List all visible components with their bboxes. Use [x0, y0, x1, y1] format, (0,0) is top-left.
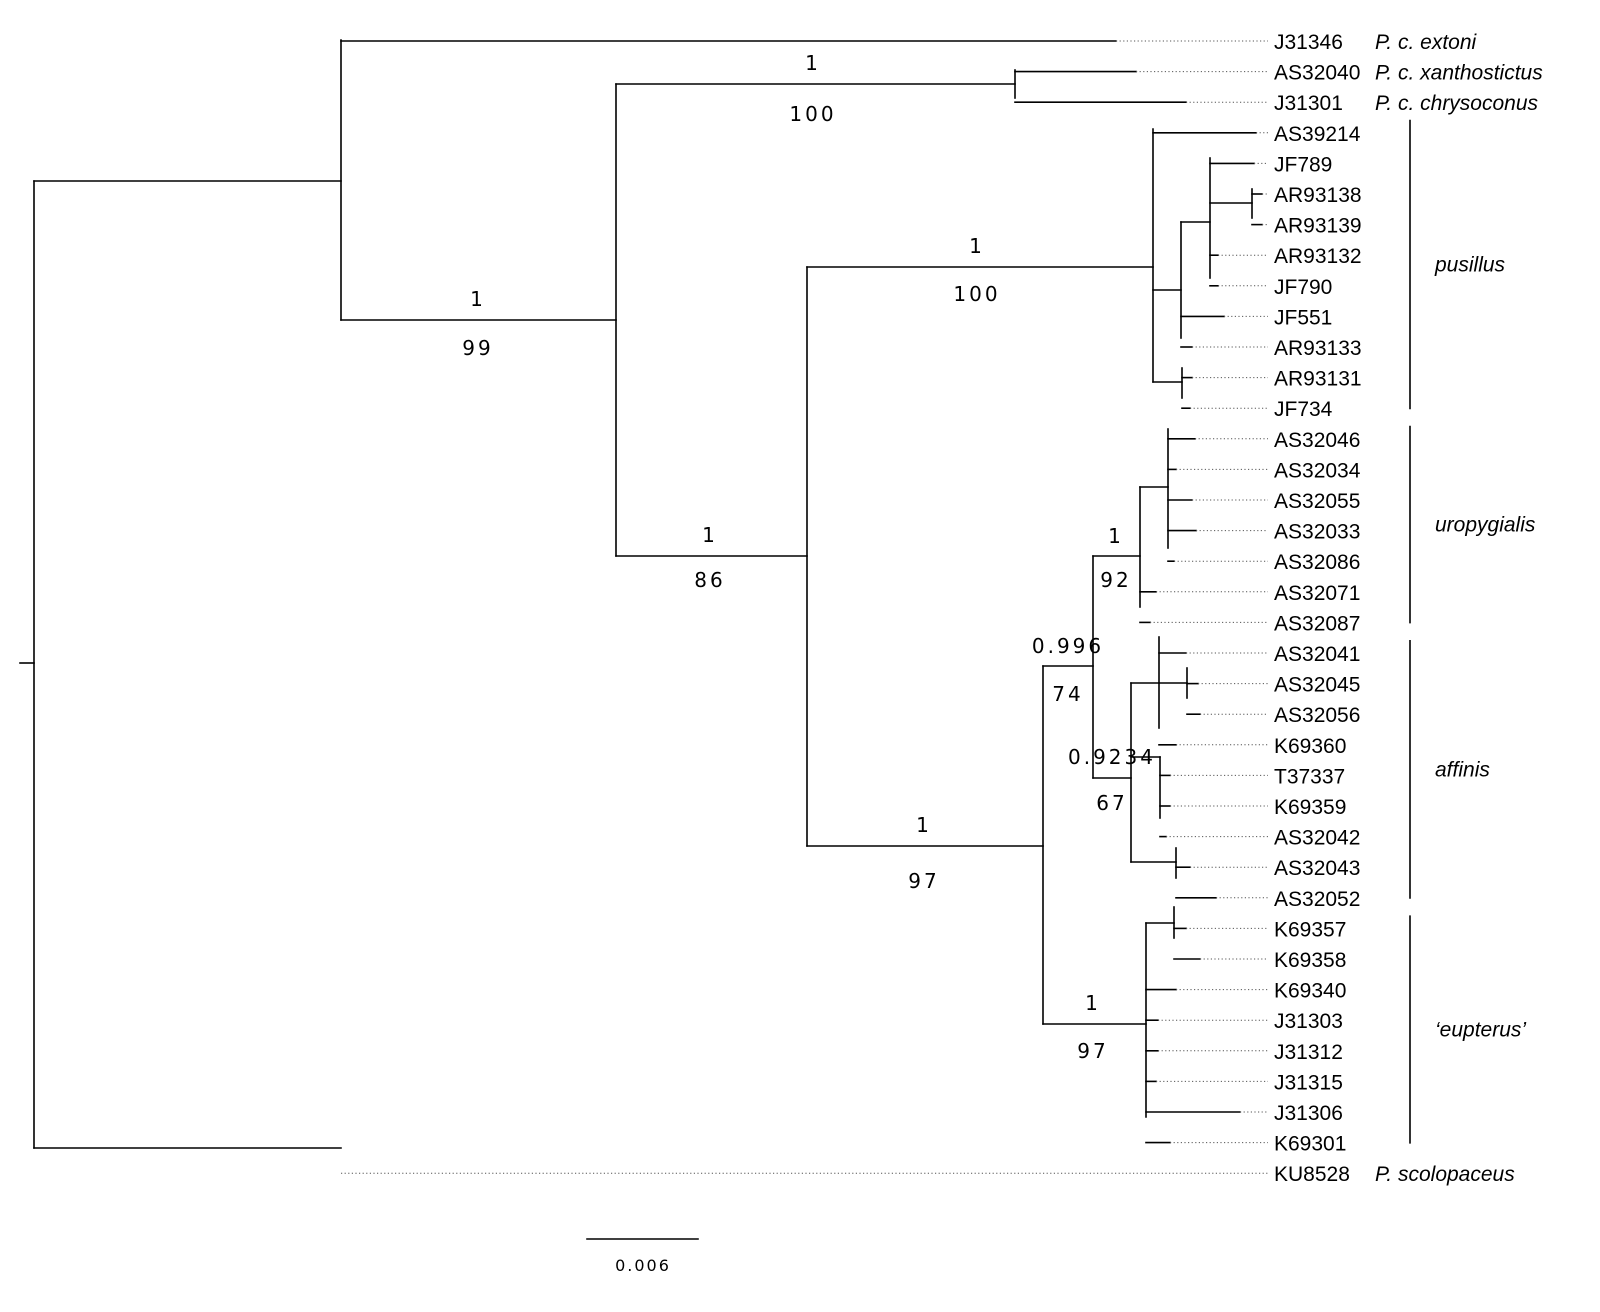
tip-label: JF551	[1274, 306, 1332, 329]
species-label: P. scolopaceus	[1375, 1163, 1515, 1186]
clade-brackets: pusillus uropygialis affinis ‘eupterus’	[1409, 119, 1536, 1144]
tip-label: AR93139	[1274, 215, 1362, 238]
tip-label: J31312	[1274, 1041, 1343, 1064]
clade-label: uropygialis	[1435, 514, 1536, 537]
posterior-probability: 1	[470, 287, 486, 311]
tip-label: K69360	[1274, 735, 1346, 758]
tip-leaders	[341, 40, 1268, 1174]
tip-label: AR93138	[1274, 184, 1362, 207]
tip-label: JF789	[1274, 153, 1332, 176]
tip-label: AS32045	[1274, 674, 1360, 697]
tip-label: AS32071	[1274, 582, 1360, 605]
bootstrap-value: 97	[1077, 1039, 1108, 1063]
posterior-probability: 1	[805, 51, 821, 75]
tip-label: K69357	[1274, 918, 1346, 941]
scale-bar-label: 0.006	[615, 1256, 671, 1275]
scale-bar: 0.006	[586, 1238, 699, 1275]
species-label: P. c. chrysoconus	[1375, 92, 1539, 115]
posterior-probability: 1	[1108, 524, 1124, 548]
species-label: P. c. extoni	[1375, 31, 1478, 54]
tip-label: T37337	[1274, 765, 1345, 788]
clade-label: pusillus	[1434, 254, 1506, 277]
tip-label: J31306	[1274, 1102, 1343, 1125]
tip-label: AS39214	[1274, 123, 1361, 146]
tree-branches	[19, 39, 1263, 1149]
clade-label: ‘eupterus’	[1435, 1019, 1526, 1042]
tip-label: AS32055	[1274, 490, 1360, 513]
tip-label: J31315	[1274, 1071, 1343, 1094]
tip-label: K69340	[1274, 980, 1346, 1003]
bootstrap-value: 86	[694, 568, 725, 592]
tip-label: AS32052	[1274, 888, 1360, 911]
tip-label: AR93132	[1274, 245, 1362, 268]
tip-label: J31301	[1274, 92, 1343, 115]
tip-label: KU8528	[1274, 1163, 1350, 1186]
bootstrap-value: 92	[1100, 568, 1131, 592]
tip-label: JF790	[1274, 276, 1332, 299]
bootstrap-value: 100	[789, 102, 836, 126]
bootstrap-value: 97	[908, 869, 939, 893]
tip-label: K69301	[1274, 1133, 1346, 1156]
tip-label: AS32034	[1274, 459, 1361, 482]
bootstrap-value: 67	[1096, 791, 1127, 815]
clade-label: affinis	[1435, 758, 1490, 781]
tip-label: AS32041	[1274, 643, 1360, 666]
posterior-probability: 0.996	[1032, 634, 1104, 658]
tip-label: AS32046	[1274, 429, 1360, 452]
tip-label: AR93133	[1274, 337, 1362, 360]
tip-label: AS32056	[1274, 704, 1360, 727]
tip-label: AS32086	[1274, 551, 1360, 574]
tip-label: J31303	[1274, 1010, 1343, 1033]
tip-label: AS32033	[1274, 521, 1360, 544]
posterior-probability: 1	[916, 813, 932, 837]
tip-label: K69358	[1274, 949, 1346, 972]
tip-label: AS32040	[1274, 62, 1360, 85]
tip-label: J31346	[1274, 31, 1343, 54]
posterior-probability: 0.9234	[1068, 745, 1156, 769]
tip-label: AS32043	[1274, 857, 1360, 880]
bootstrap-value: 74	[1052, 682, 1083, 706]
bootstrap-value: 100	[953, 282, 1000, 306]
posterior-probability: 1	[702, 523, 718, 547]
tip-label: K69359	[1274, 796, 1346, 819]
posterior-probability: 1	[969, 234, 985, 258]
bootstrap-value: 99	[462, 336, 493, 360]
tip-label: AR93131	[1274, 368, 1362, 391]
posterior-probability: 1	[1085, 991, 1101, 1015]
tip-label: AS32042	[1274, 827, 1360, 850]
species-label: P. c. xanthostictus	[1375, 62, 1543, 85]
tip-label: JF734	[1274, 398, 1333, 421]
tip-label: AS32087	[1274, 612, 1360, 635]
